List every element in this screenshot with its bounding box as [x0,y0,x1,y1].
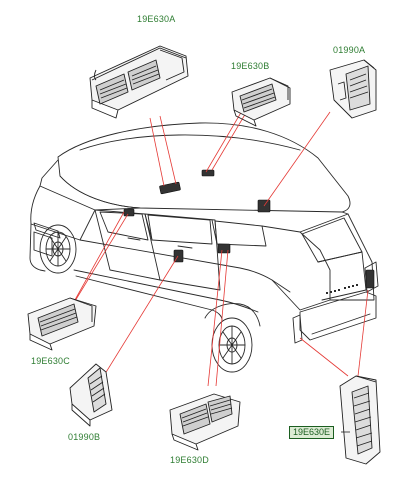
label-01990b: 01990B [68,432,101,442]
label-19e630e: 19E630E [289,426,335,439]
vent-19e630a-drawing [89,45,189,119]
vent-19e630e-drawing [339,375,381,465]
marker-tailgate [365,269,375,289]
marker-roof-front [159,181,181,195]
label-19e630c: 19E630C [31,356,70,366]
duct-01990b-drawing [69,363,113,427]
label-19e630d: 19E630D [170,455,209,465]
vent-19e630d-drawing [169,393,241,451]
label-01990a: 01990A [333,45,366,55]
vent-location-markers [123,169,375,289]
vent-19e630b-drawing [231,77,291,127]
label-19e630a: 19E630A [137,14,176,24]
marker-a-pillar [123,208,135,217]
duct-01990a-drawing [329,59,377,119]
vehicle-body [29,122,379,373]
marker-roof-mid [201,169,215,177]
label-19e630b: 19E630B [231,61,270,71]
marker-c-pillar [217,243,231,254]
tailgate-badge [326,284,358,294]
vent-19e630c-drawing [27,297,97,351]
leader-lines [65,103,369,387]
